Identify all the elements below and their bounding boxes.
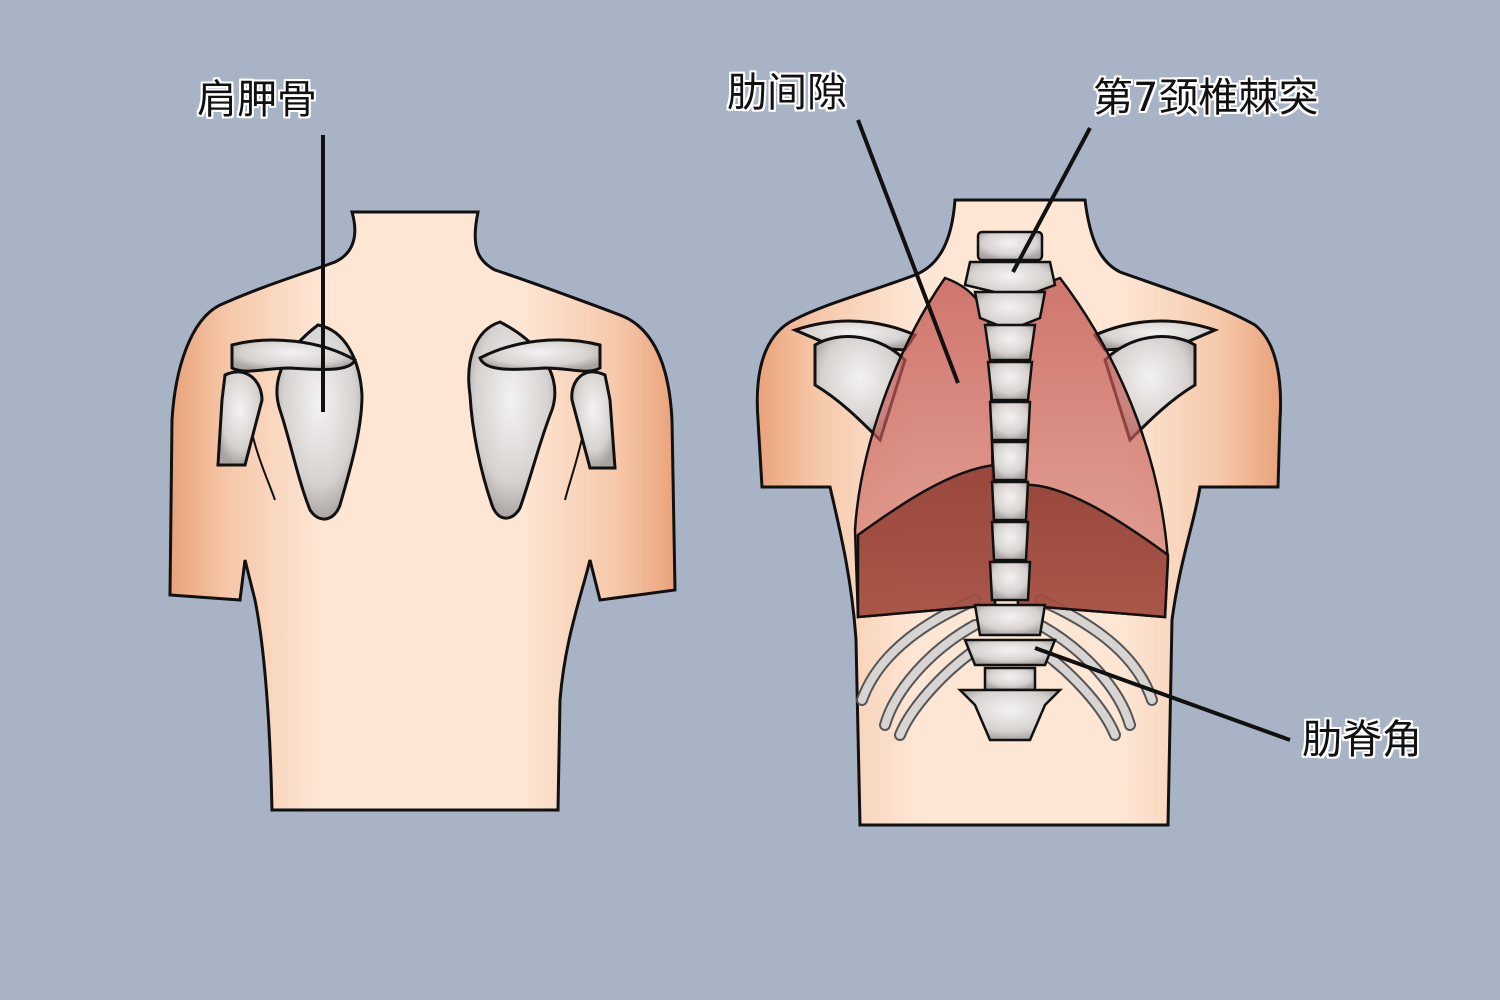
right-scapula	[467, 320, 617, 520]
left-lung	[853, 276, 997, 619]
label-c7-spinous-process: 第7颈椎棘突	[1093, 75, 1319, 121]
label-costovertebral-angle: 肋脊角	[1302, 717, 1422, 763]
label-intercostal-space: 肋间隙	[727, 70, 847, 116]
label-scapula: 肩胛骨	[197, 77, 317, 123]
spine	[956, 230, 1064, 742]
leader-line-costovertebral	[1034, 646, 1291, 742]
leader-line-c7	[1011, 127, 1092, 273]
leader-line-intercostal	[856, 119, 960, 384]
left-torso	[168, 210, 677, 812]
